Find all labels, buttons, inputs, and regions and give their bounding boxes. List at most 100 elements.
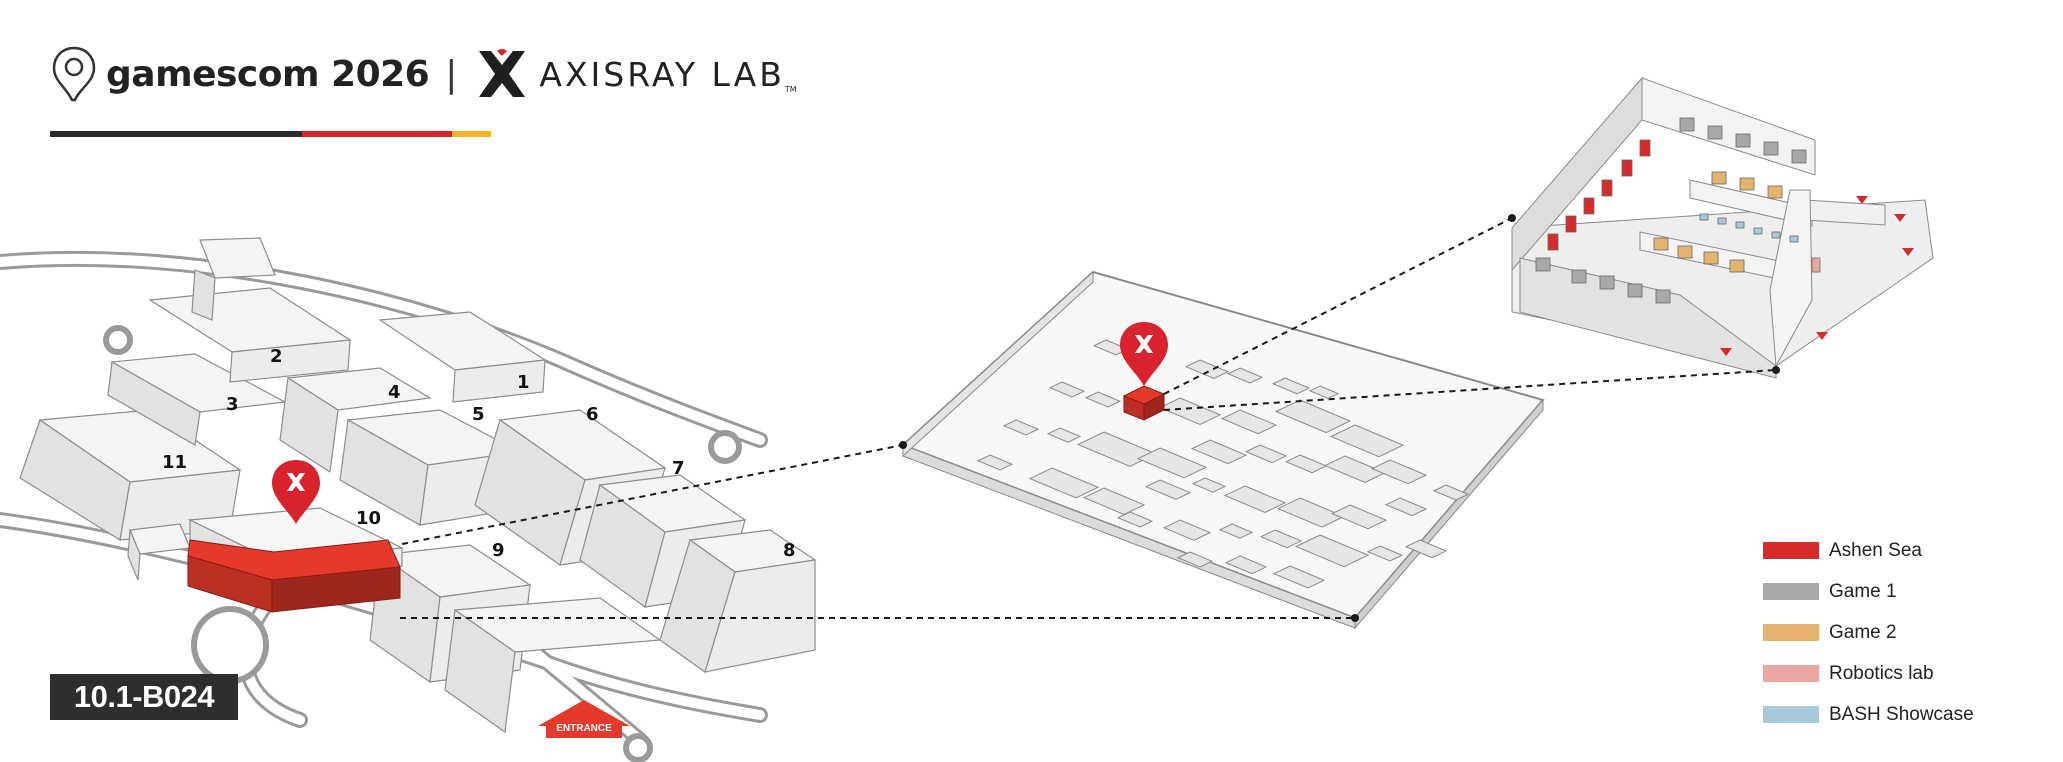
hall-label-6: 6 <box>586 404 599 425</box>
booth-station <box>1735 221 1745 229</box>
legend-item: Game 2 <box>1763 612 1974 653</box>
booth-station <box>1583 197 1595 215</box>
booth-station <box>1707 125 1723 140</box>
floor-booth <box>1366 545 1404 562</box>
legend-label: BASH Showcase <box>1829 703 1974 725</box>
floor-booth <box>1224 555 1268 575</box>
booth-station <box>1711 171 1727 185</box>
floor-booth <box>1084 391 1122 408</box>
floor-booth <box>1323 455 1387 483</box>
legend-label: Robotics lab <box>1829 662 1934 684</box>
booth-station <box>1771 231 1781 239</box>
legend-swatch <box>1763 583 1819 600</box>
floor-booth <box>1330 504 1388 530</box>
booth-detail <box>1511 76 1934 379</box>
floor-booth <box>1308 385 1340 399</box>
floor-booth <box>1190 439 1248 465</box>
booth-station <box>1601 179 1613 197</box>
floor-booth <box>1048 381 1086 398</box>
booth-station <box>1789 235 1799 243</box>
floor-booth <box>1226 367 1264 384</box>
floor-booth <box>1370 459 1428 485</box>
floor-booth <box>1162 519 1212 541</box>
flag-stripe-gold <box>452 131 491 137</box>
floor-booth <box>1223 485 1287 513</box>
booth-station <box>1627 283 1643 298</box>
floor-booth <box>976 454 1014 471</box>
floor-booth <box>1076 431 1158 467</box>
booth-flow-arrows <box>1720 196 1914 356</box>
legend-swatch <box>1763 665 1819 682</box>
booth-station <box>1767 185 1783 199</box>
booth-station <box>1729 259 1745 273</box>
booth-station <box>1639 139 1651 157</box>
flow-arrow-icon <box>1816 332 1828 340</box>
booth-station <box>1535 257 1551 272</box>
hall-label-3: 3 <box>226 394 239 415</box>
hall-label-4: 4 <box>388 382 401 403</box>
header: gamescom 2026 | AXISRAY LABTM <box>50 44 797 104</box>
partner-name: AXISRAY LABTM <box>539 54 797 94</box>
hall-label-5: 5 <box>472 404 485 425</box>
exhibition-halls <box>19 237 817 734</box>
booth-stations <box>1535 117 1821 304</box>
floor-booth <box>1136 447 1208 479</box>
floor-booth <box>1404 539 1448 559</box>
legend-label: Game 2 <box>1829 621 1897 643</box>
booth-station <box>1739 177 1755 191</box>
axisray-x-icon <box>479 49 526 97</box>
floor-booth <box>1384 497 1428 517</box>
booth-station <box>1717 217 1727 225</box>
booth-station <box>1811 257 1821 273</box>
legend-item: Game 1 <box>1763 571 1974 612</box>
header-separator: | <box>445 53 458 95</box>
hall-label-7: 7 <box>672 458 685 479</box>
booth-station <box>1621 159 1633 177</box>
entrance-marker: ENTRANCE <box>538 700 630 738</box>
legend-label: Ashen Sea <box>1829 539 1922 561</box>
floor-booth <box>1184 359 1230 380</box>
hall-label-8: 8 <box>783 540 796 561</box>
floor-booth <box>1432 484 1470 501</box>
flow-arrow-icon <box>1894 214 1906 222</box>
floor-booth <box>1259 529 1303 549</box>
booth-station <box>1763 141 1779 156</box>
hall-label-2: 2 <box>270 346 283 367</box>
hall-number-labels: 1 2 3 4 5 6 7 8 9 10 11 <box>162 346 796 561</box>
booth-station <box>1653 237 1669 251</box>
booth-station <box>1679 117 1695 132</box>
floor-booth <box>1191 477 1227 493</box>
hall-floorplan <box>901 270 1545 630</box>
legend-item: Robotics lab <box>1763 653 1974 694</box>
booth-station <box>1703 251 1719 265</box>
trademark-mark: TM <box>784 84 797 94</box>
floor-booth <box>1244 444 1288 464</box>
floor-booth <box>1144 479 1192 500</box>
flow-arrow-icon <box>1720 348 1732 356</box>
booth-station <box>1571 269 1587 284</box>
floor-booth <box>1271 377 1311 395</box>
event-name: gamescom 2026 <box>106 53 430 95</box>
flag-color-bar <box>50 131 491 137</box>
flow-arrow-icon <box>1902 248 1914 256</box>
zoom-connector-lines <box>400 217 1777 619</box>
booth-station <box>1735 133 1751 148</box>
location-pin-icon <box>52 46 96 102</box>
legend-label: Game 1 <box>1829 580 1897 602</box>
legend-swatch <box>1763 542 1819 559</box>
floor-booth <box>1176 551 1214 568</box>
floor-booth <box>1272 565 1326 589</box>
legend-item: Ashen Sea <box>1763 530 1974 571</box>
booth-station <box>1565 215 1577 233</box>
floor-booth <box>1284 454 1328 474</box>
booth-station <box>1753 227 1763 235</box>
floor-booth <box>1329 424 1405 458</box>
floor-booth <box>1028 467 1100 499</box>
legend-item: BASH Showcase <box>1763 694 1974 735</box>
floor-booth <box>1116 511 1154 528</box>
hall-10-highlight <box>187 539 401 613</box>
flag-stripe-black <box>50 131 302 137</box>
floor-booth <box>1002 419 1040 436</box>
